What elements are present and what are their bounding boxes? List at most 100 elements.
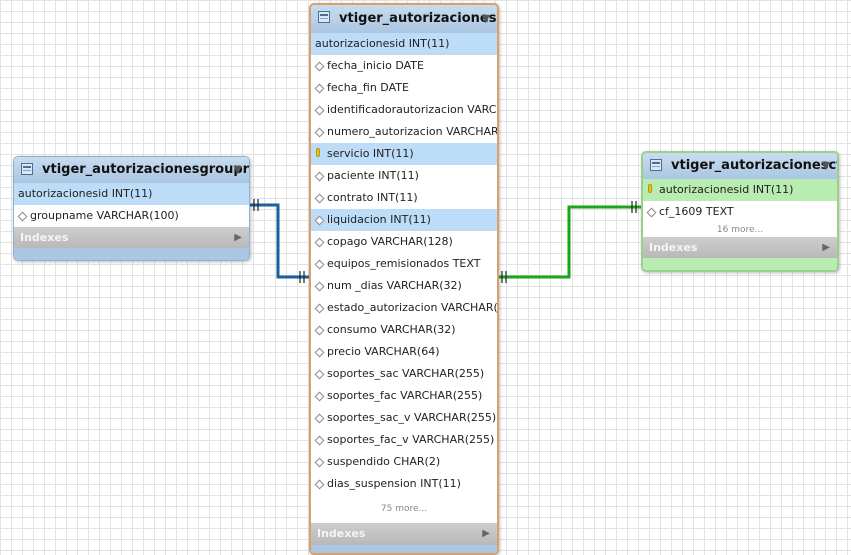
column-label: suspendido CHAR(2) bbox=[327, 455, 441, 468]
column-row[interactable]: fecha_fin DATE bbox=[311, 77, 497, 99]
table-header[interactable]: vtiger_autorizaciones ▼ bbox=[311, 5, 497, 33]
column-row[interactable]: autorizacionesid INT(11) bbox=[643, 179, 837, 201]
table-vtiger-autorizaciones[interactable]: vtiger_autorizaciones ▼ autorizacionesid… bbox=[309, 3, 499, 555]
indexes-section[interactable]: Indexes ▶ bbox=[311, 523, 497, 545]
table-icon bbox=[21, 163, 33, 175]
column-label: fecha_inicio DATE bbox=[327, 59, 424, 72]
column-diamond-icon bbox=[314, 391, 325, 402]
column-row[interactable]: contrato INT(11) bbox=[311, 187, 497, 209]
key-icon bbox=[316, 148, 320, 157]
table-title: vtiger_autorizacionescf bbox=[671, 158, 839, 173]
expand-arrow-icon[interactable]: ▶ bbox=[822, 242, 830, 253]
collapse-triangle-icon[interactable]: ▼ bbox=[821, 159, 830, 172]
expand-arrow-icon[interactable]: ▶ bbox=[234, 232, 242, 243]
column-row[interactable]: dias_suspension INT(11) bbox=[311, 473, 497, 495]
column-diamond-icon bbox=[314, 171, 325, 182]
column-row[interactable]: soportes_fac_v VARCHAR(255) bbox=[311, 429, 497, 451]
column-label: equipos_remisionados TEXT bbox=[327, 257, 481, 270]
column-diamond-icon bbox=[314, 193, 325, 204]
column-row[interactable]: servicio INT(11) bbox=[311, 143, 497, 165]
column-row[interactable]: suspendido CHAR(2) bbox=[311, 451, 497, 473]
column-diamond-icon bbox=[17, 211, 28, 222]
column-label: identificadorautorizacion VARC... bbox=[327, 103, 497, 116]
column-diamond-icon bbox=[314, 413, 325, 424]
table-title: vtiger_autorizacionesgrouprel bbox=[42, 162, 250, 177]
indexes-label: Indexes bbox=[649, 241, 698, 254]
column-label: soportes_sac VARCHAR(255) bbox=[327, 367, 485, 380]
column-diamond-icon bbox=[314, 237, 325, 248]
column-diamond-icon bbox=[314, 259, 325, 270]
collapse-triangle-icon[interactable]: ▼ bbox=[481, 12, 490, 25]
column-label: autorizacionesid INT(11) bbox=[18, 187, 153, 200]
relation-main-to-cf[interactable] bbox=[496, 201, 642, 283]
indexes-section[interactable]: Indexes ▶ bbox=[14, 227, 249, 248]
table-icon bbox=[318, 11, 330, 23]
column-row[interactable]: liquidacion INT(11) bbox=[311, 209, 497, 231]
column-diamond-icon bbox=[314, 281, 325, 292]
column-row[interactable]: estado_autorizacion VARCHAR(... bbox=[311, 297, 497, 319]
column-label: soportes_fac VARCHAR(255) bbox=[327, 389, 483, 402]
column-row[interactable]: cf_1609 TEXT bbox=[643, 201, 837, 223]
column-row[interactable]: groupname VARCHAR(100) bbox=[14, 205, 249, 227]
column-diamond-icon bbox=[314, 347, 325, 358]
column-row[interactable]: autorizacionesid INT(11) bbox=[14, 183, 249, 205]
column-diamond-icon bbox=[314, 325, 325, 336]
column-label: copago VARCHAR(128) bbox=[327, 235, 453, 248]
column-label: liquidacion INT(11) bbox=[327, 213, 431, 226]
column-label: paciente INT(11) bbox=[327, 169, 419, 182]
column-row[interactable]: copago VARCHAR(128) bbox=[311, 231, 497, 253]
column-diamond-icon bbox=[646, 207, 657, 218]
column-label: cf_1609 TEXT bbox=[659, 205, 734, 218]
table-title: vtiger_autorizaciones bbox=[339, 11, 497, 26]
column-diamond-icon bbox=[314, 61, 325, 72]
more-columns-label[interactable]: 75 more... bbox=[380, 504, 428, 514]
column-row[interactable]: identificadorautorizacion VARC... bbox=[311, 99, 497, 121]
table-vtiger-autorizacionescf[interactable]: vtiger_autorizacionescf ▼ autorizaciones… bbox=[641, 151, 839, 272]
column-label: fecha_fin DATE bbox=[327, 81, 409, 94]
column-diamond-icon bbox=[314, 105, 325, 116]
column-row[interactable]: paciente INT(11) bbox=[311, 165, 497, 187]
column-label: groupname VARCHAR(100) bbox=[30, 209, 179, 222]
column-label: precio VARCHAR(64) bbox=[327, 345, 440, 358]
column-label: soportes_sac_v VARCHAR(255) bbox=[327, 411, 497, 424]
column-diamond-icon bbox=[314, 369, 325, 380]
indexes-label: Indexes bbox=[317, 527, 366, 540]
table-vtiger-autorizacionesgrouprel[interactable]: vtiger_autorizacionesgrouprel ▼ autoriza… bbox=[13, 156, 250, 261]
relation-grouprel-to-main[interactable] bbox=[248, 199, 310, 283]
expand-arrow-icon[interactable]: ▶ bbox=[482, 528, 490, 539]
key-icon bbox=[648, 184, 652, 193]
column-row[interactable]: consumo VARCHAR(32) bbox=[311, 319, 497, 341]
collapse-triangle-icon[interactable]: ▼ bbox=[233, 163, 242, 176]
table-footer bbox=[643, 258, 837, 270]
column-row[interactable]: precio VARCHAR(64) bbox=[311, 341, 497, 363]
column-row[interactable]: autorizacionesid INT(11) bbox=[311, 33, 497, 55]
table-footer bbox=[311, 545, 497, 553]
column-diamond-icon bbox=[314, 303, 325, 314]
column-diamond-icon bbox=[314, 435, 325, 446]
column-label: num _dias VARCHAR(32) bbox=[327, 279, 462, 292]
column-label: consumo VARCHAR(32) bbox=[327, 323, 456, 336]
indexes-section[interactable]: Indexes ▶ bbox=[643, 237, 837, 258]
column-row[interactable]: soportes_fac VARCHAR(255) bbox=[311, 385, 497, 407]
more-columns-label[interactable]: 16 more... bbox=[716, 225, 764, 235]
table-icon bbox=[650, 159, 662, 171]
column-row[interactable]: numero_autorizacion VARCHAR... bbox=[311, 121, 497, 143]
column-label: soportes_fac_v VARCHAR(255) bbox=[327, 433, 495, 446]
column-row[interactable]: soportes_sac VARCHAR(255) bbox=[311, 363, 497, 385]
table-header[interactable]: vtiger_autorizacionesgrouprel ▼ bbox=[14, 157, 249, 183]
column-row[interactable]: fecha_inicio DATE bbox=[311, 55, 497, 77]
column-label: contrato INT(11) bbox=[327, 191, 418, 204]
table-header[interactable]: vtiger_autorizacionescf ▼ bbox=[643, 153, 837, 179]
column-diamond-icon bbox=[314, 215, 325, 226]
column-label: numero_autorizacion VARCHAR... bbox=[327, 125, 497, 138]
column-diamond-icon bbox=[314, 83, 325, 94]
column-label: autorizacionesid INT(11) bbox=[315, 37, 450, 50]
column-diamond-icon bbox=[314, 457, 325, 468]
column-row[interactable]: num _dias VARCHAR(32) bbox=[311, 275, 497, 297]
column-diamond-icon bbox=[314, 479, 325, 490]
column-row[interactable]: soportes_sac_v VARCHAR(255) bbox=[311, 407, 497, 429]
table-footer bbox=[14, 248, 249, 260]
column-row[interactable]: equipos_remisionados TEXT bbox=[311, 253, 497, 275]
column-diamond-icon bbox=[314, 127, 325, 138]
